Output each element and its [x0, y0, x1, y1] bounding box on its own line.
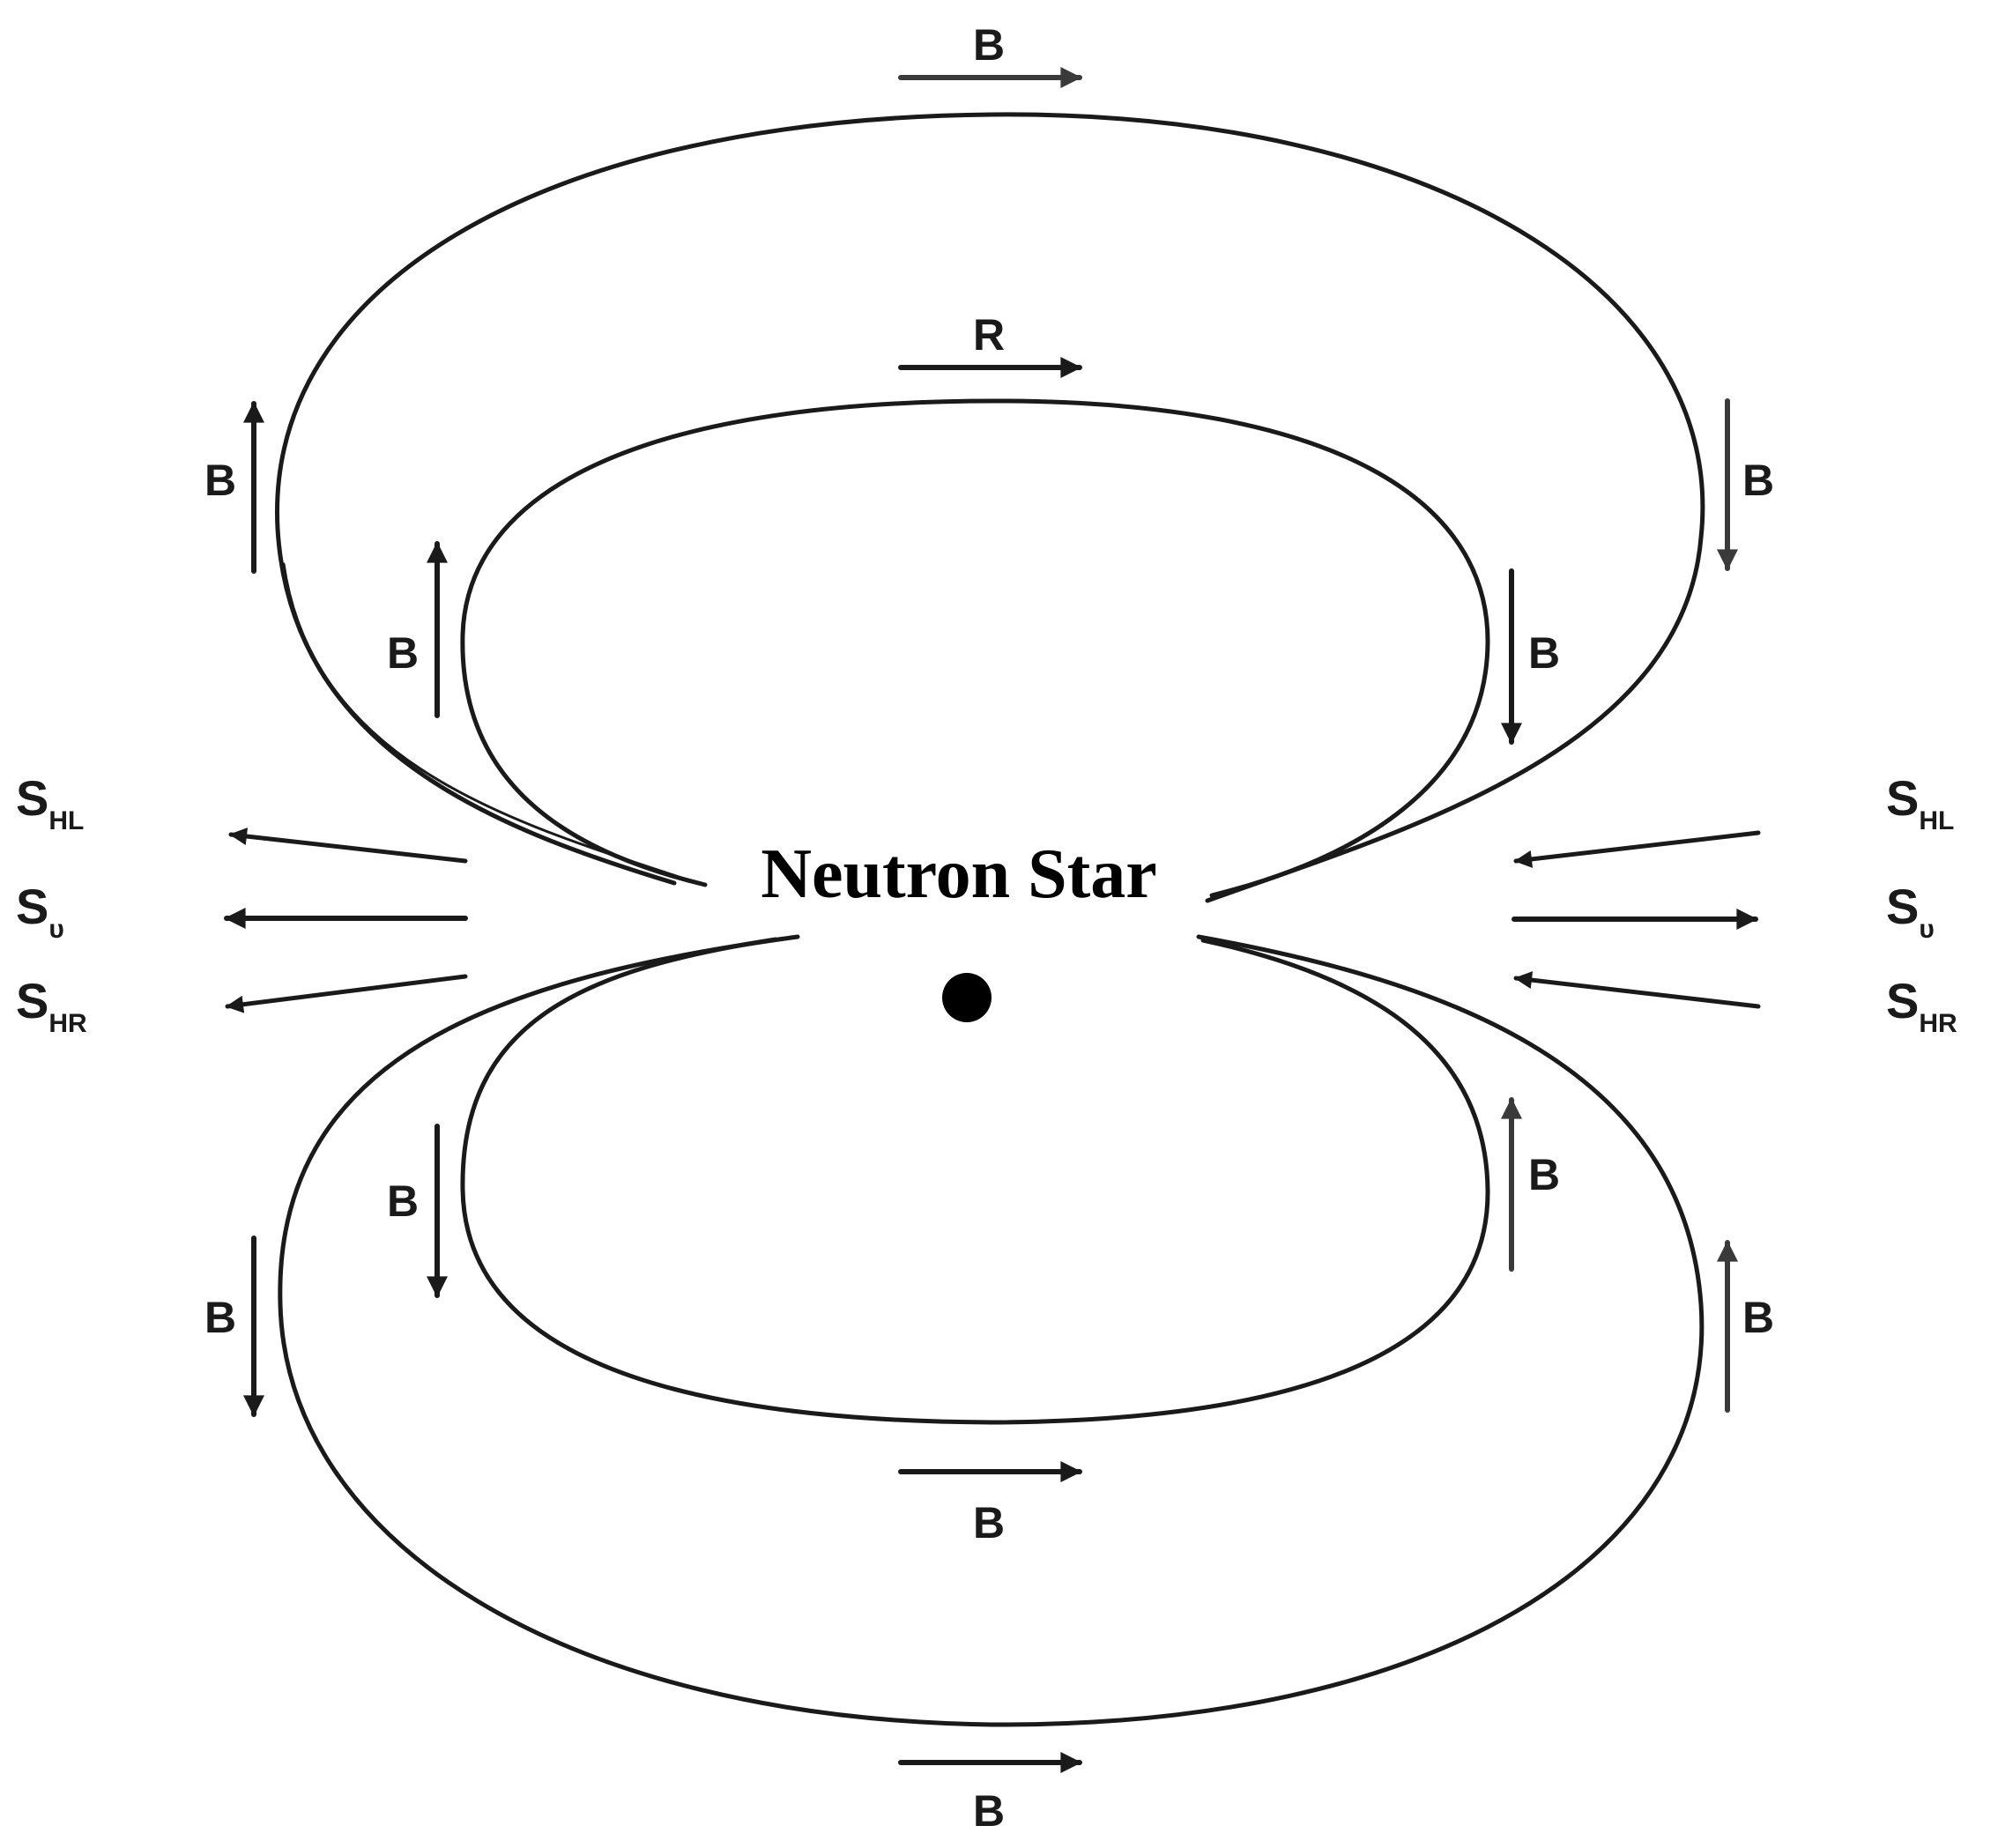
outer-upper-loop [275, 112, 1705, 903]
label-inner-upper-right: B [1528, 628, 1560, 678]
right-arrow-hl [1513, 830, 1761, 868]
label-inner-lower-left: B [387, 1176, 419, 1226]
right-label-upsilon: Sυ [1886, 879, 1935, 944]
label-inner-lower-right: B [1528, 1150, 1560, 1199]
field-arrows [243, 67, 1738, 1773]
field-labels: B R B B B B B B B B B B [204, 20, 1774, 1836]
left-label-hl: SHL [16, 770, 84, 835]
label-outer-upper-left: B [204, 456, 236, 505]
label-outer-upper-right: B [1742, 456, 1774, 505]
flux-labels-right: SHL Sυ SHR [1886, 770, 1957, 1038]
neutron-star-dot [942, 973, 992, 1022]
right-label-hl: SHL [1886, 770, 1954, 835]
flux-labels-left: SHL Sυ SHR [16, 770, 87, 1038]
label-outer-top: B [973, 20, 1005, 70]
outer-lower-loop [278, 934, 1705, 1727]
right-arrow-hr [1513, 971, 1761, 1009]
inner-lower-loop [460, 937, 1490, 1425]
label-outer-lower-left: B [204, 1293, 236, 1342]
field-loops [275, 112, 1705, 1727]
left-label-hr: SHR [16, 973, 87, 1038]
label-inner-top: R [973, 310, 1005, 360]
label-outer-lower-right: B [1742, 1293, 1774, 1342]
outer-upper-loop-inner-stroke [282, 562, 680, 879]
label-inner-upper-left: B [387, 628, 419, 678]
left-arrow-hr [225, 974, 468, 1013]
inner-upper-loop [460, 398, 1490, 898]
flux-arrows [224, 828, 1761, 1013]
right-label-hr: SHR [1886, 973, 1957, 1038]
neutron-star-label: Neutron Star [761, 835, 1157, 913]
left-arrow-hl [228, 828, 468, 864]
left-label-upsilon: Sυ [16, 879, 64, 944]
label-outer-bottom: B [973, 1786, 1005, 1836]
label-inner-bottom: B [973, 1498, 1005, 1547]
